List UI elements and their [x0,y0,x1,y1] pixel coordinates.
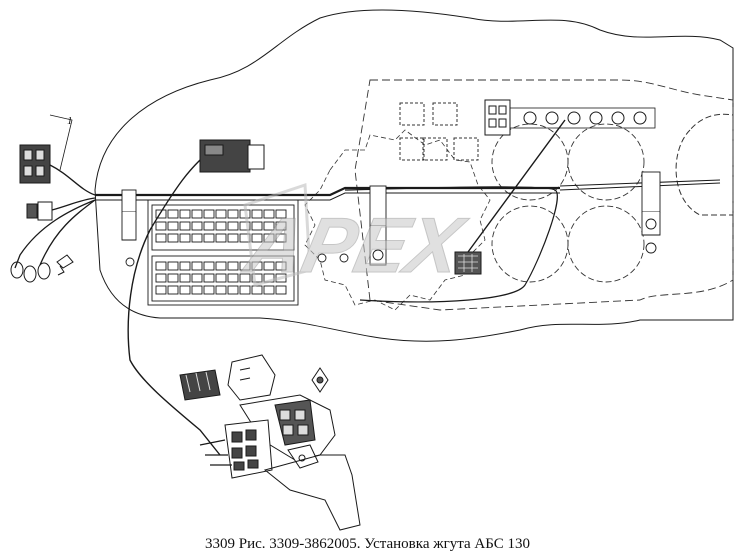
figure-caption: 3309 Рис. 3309-3862005. Установка жгута … [205,536,530,552]
instrument-cluster-outline [354,79,734,311]
apex-watermark-logo: APEX [236,182,474,289]
abs-indicator-connector [454,119,566,275]
left-connectors [14,114,96,269]
svg-text:APEX: APEX [237,202,474,289]
ring-terminals [10,254,74,283]
relay-assembly [179,354,336,479]
callout-label-1: 1 [67,115,73,127]
connector-strip [484,99,656,136]
dashboard-panel-outline [94,9,734,342]
upper-harness-connector [127,139,265,456]
mounting-bracket [263,454,361,531]
large-gauge-arc [675,113,734,216]
harness-clamps [121,171,661,267]
gauge-dials [491,123,645,283]
indicator-lamps [399,102,479,161]
